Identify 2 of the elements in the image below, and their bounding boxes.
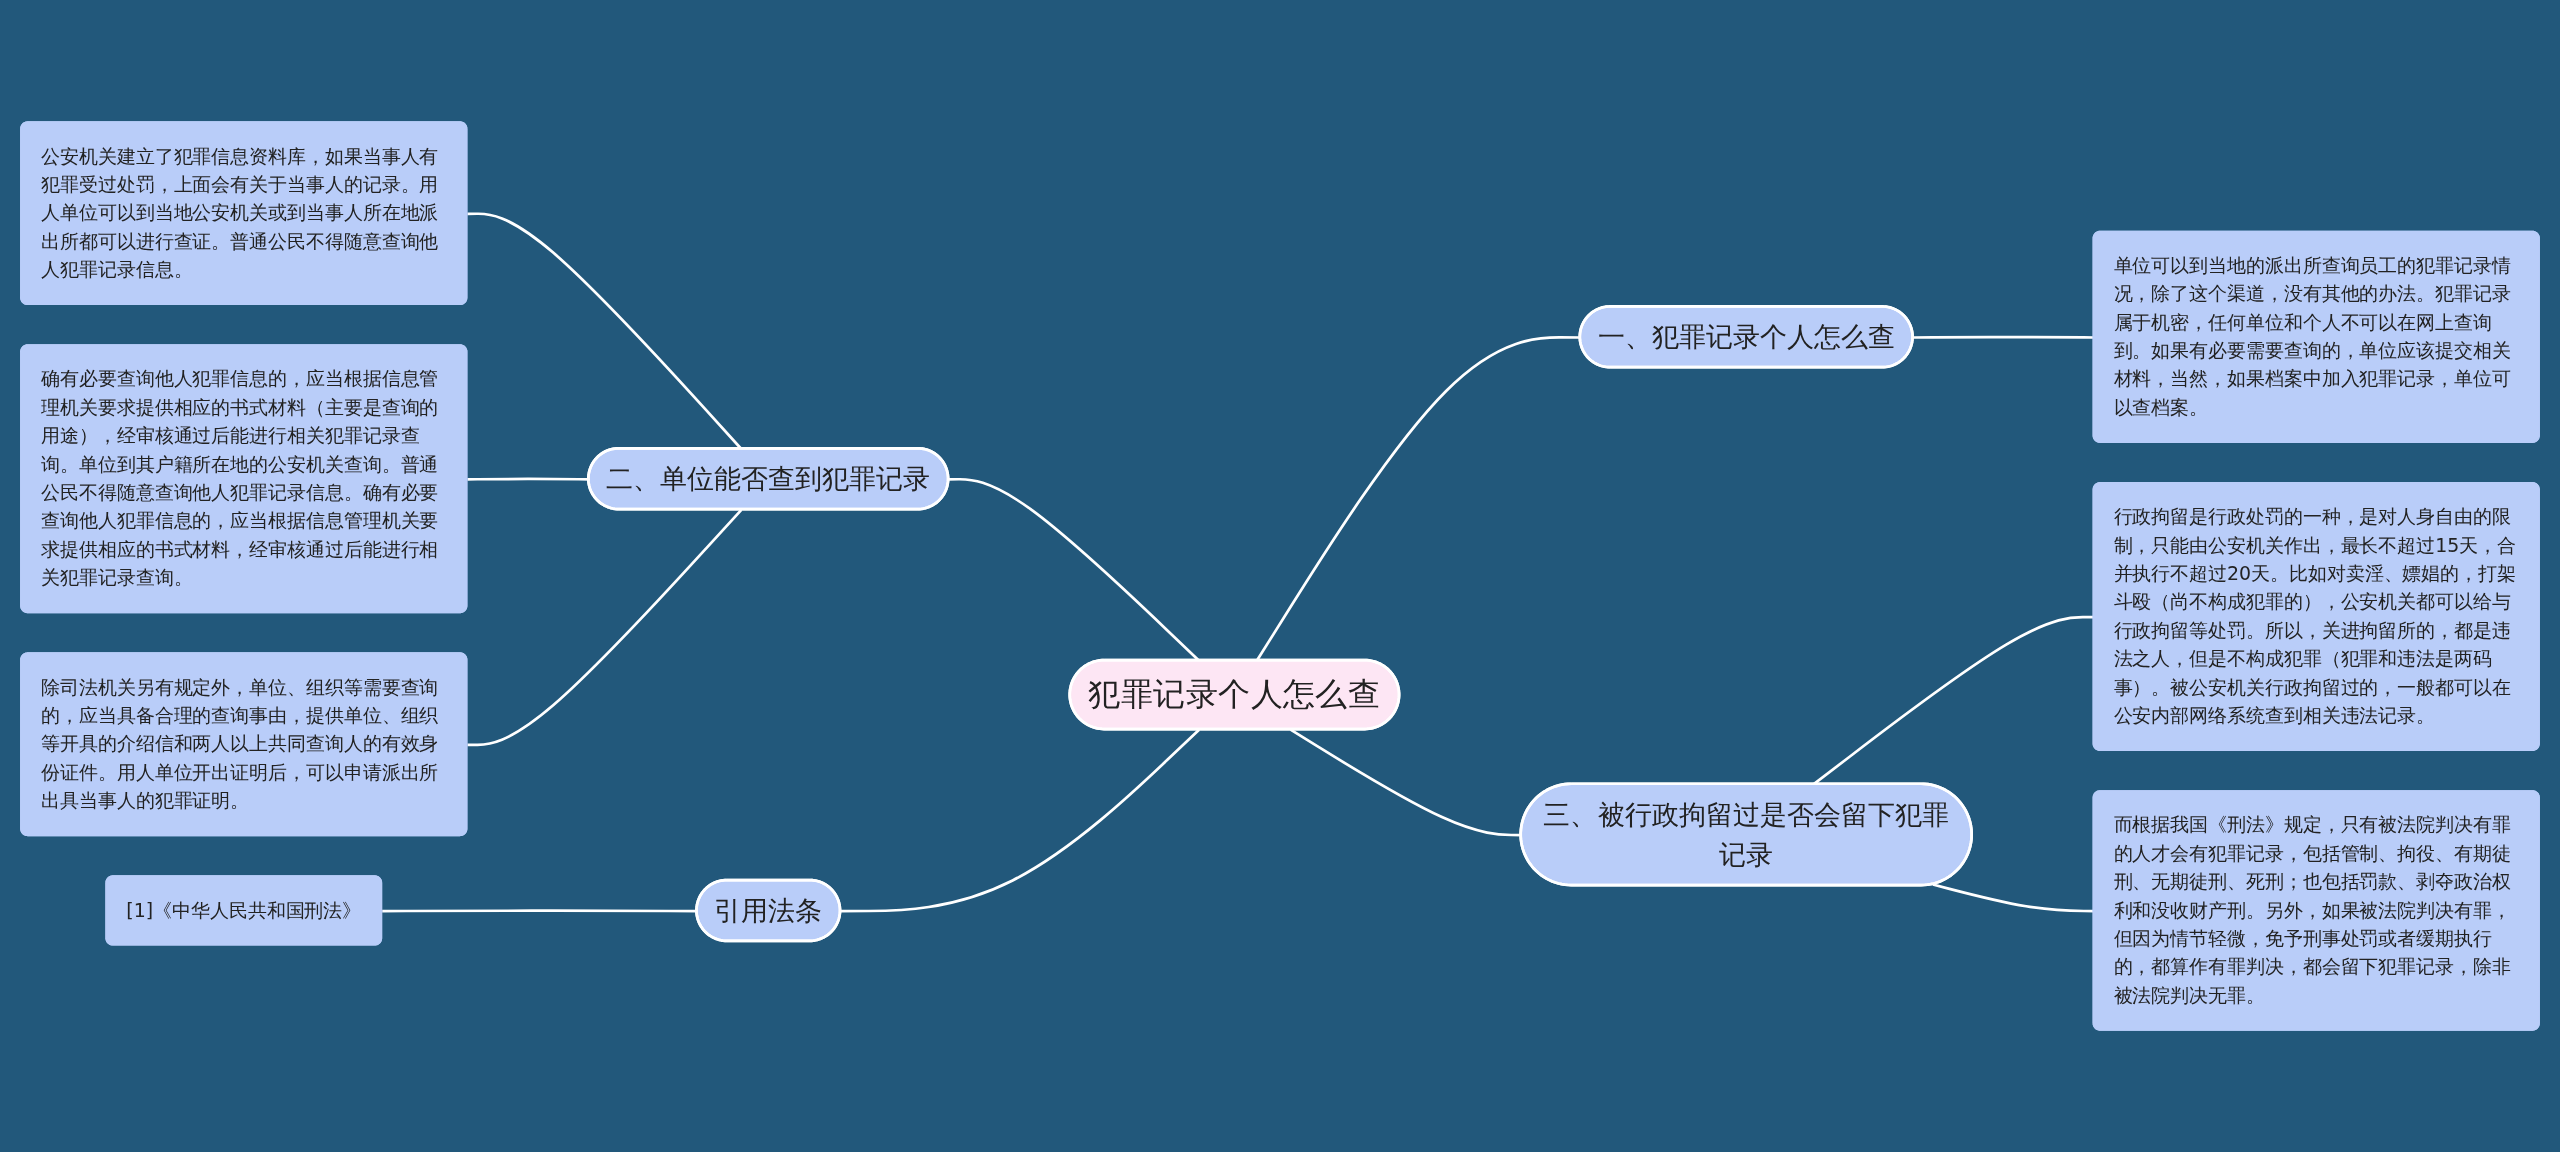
connector bbox=[1913, 335, 2094, 339]
connector bbox=[1932, 883, 2094, 913]
